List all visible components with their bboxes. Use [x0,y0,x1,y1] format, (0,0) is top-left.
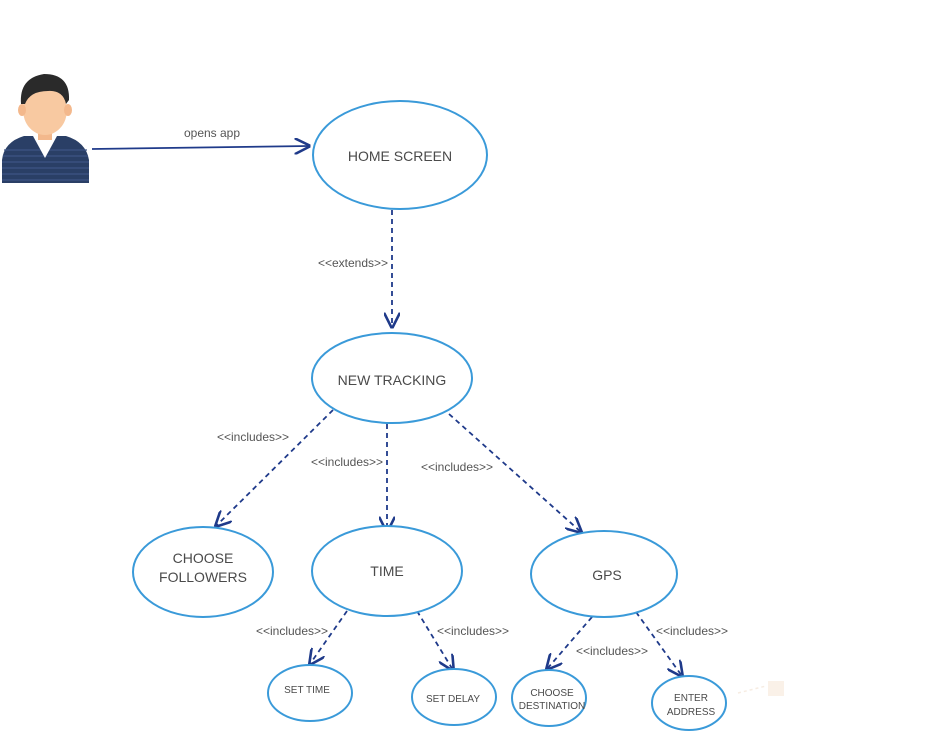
node-enter-address-line1: ENTER [674,693,708,704]
edge-label-includes-destination: <<includes>> [576,644,648,658]
node-choose-destination[interactable]: CHOOSE DESTINATION [511,669,587,727]
node-choose-destination-line2: DESTINATION [519,701,585,712]
node-set-time-label: SET TIME [284,685,330,696]
edge-label-includes-address: <<includes>> [656,624,728,638]
edge-label-includes-set-time: <<includes>> [256,624,328,638]
node-new-tracking[interactable]: NEW TRACKING [311,332,473,424]
node-choose-destination-line1: CHOOSE [530,688,574,699]
edge-label-includes-gps: <<includes>> [421,460,493,474]
node-choose-followers[interactable]: CHOOSE FOLLOWERS [132,526,274,618]
node-enter-address-line2: ADDRESS [667,707,716,718]
node-home-screen-label: HOME SCREEN [348,148,452,164]
edge-includes-gps [448,413,581,532]
node-gps[interactable]: GPS [530,530,678,618]
node-time[interactable]: TIME [311,525,463,617]
node-choose-followers-line1: CHOOSE [173,550,234,566]
node-set-delay-label: SET DELAY [426,694,480,705]
node-set-time[interactable]: SET TIME [267,664,353,722]
user-avatar-icon [2,74,89,183]
edge-includes-followers [216,409,334,526]
node-time-label: TIME [370,563,403,579]
edge-label-includes-time: <<includes>> [311,455,383,469]
edge-label-opens-app: opens app [184,126,240,140]
edge-label-includes-set-delay: <<includes>> [437,624,509,638]
edge-includes-set-delay [416,610,453,670]
edge-label-extends: <<extends>> [318,256,388,270]
faint-artifact [737,681,784,696]
edge-label-includes-followers: <<includes>> [217,430,289,444]
edge-includes-destination [547,616,593,669]
edge-includes-set-time [310,610,348,664]
edge-opens-app [91,146,309,149]
edge-includes-address [635,611,682,676]
node-set-delay[interactable]: SET DELAY [411,668,497,726]
node-new-tracking-label: NEW TRACKING [338,372,447,388]
node-gps-label: GPS [592,567,622,583]
node-home-screen[interactable]: HOME SCREEN [312,100,488,210]
node-enter-address[interactable]: ENTER ADDRESS [651,675,727,731]
node-choose-followers-line2: FOLLOWERS [159,569,247,585]
